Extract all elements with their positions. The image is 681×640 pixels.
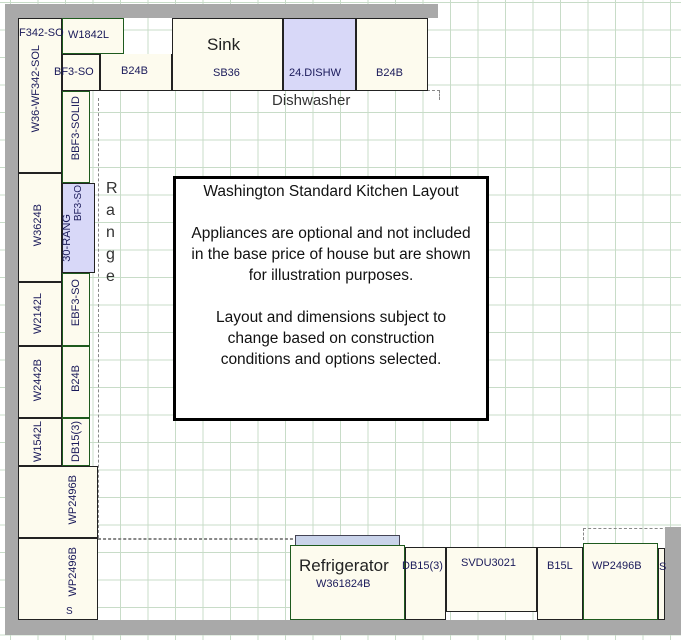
range-letter: e xyxy=(106,268,115,285)
cabinet-bbf3[interactable]: BBF3-SOLID xyxy=(62,91,90,183)
cabinet-w1542l[interactable]: W1542L xyxy=(18,418,62,466)
refrigerator-label: Refrigerator xyxy=(299,556,389,575)
wall-bottom xyxy=(5,620,680,635)
cabinet-w2442b[interactable]: W2442B xyxy=(18,346,62,418)
cabinet-label: S xyxy=(66,606,73,617)
cabinet-label: EBF3-SO xyxy=(70,279,82,327)
cabinet-wp2496b[interactable]: WP2496B xyxy=(18,466,98,538)
cabinet-label: W2442B xyxy=(32,359,44,402)
cabinet-w2142l[interactable]: W2142L xyxy=(18,282,62,346)
range[interactable]: BF3-SO 30-RANG xyxy=(61,183,95,273)
cabinet-wp2496b-2[interactable]: WP2496B xyxy=(18,538,98,620)
cabinet-b24b[interactable]: B24B xyxy=(100,54,172,91)
cabinet-label: BF3-SO xyxy=(54,66,94,78)
cabinet-label: BBF3-SOLID xyxy=(70,96,82,161)
cabinet-label: W36-WF342-SOL xyxy=(30,45,42,133)
cabinet-w1842l[interactable]: W1842L xyxy=(62,18,124,54)
layout-note-box: Washington Standard Kitchen Layout Appli… xyxy=(173,176,489,421)
sink-label: Sink xyxy=(207,35,241,54)
cabinet-b24b-2[interactable]: B24B xyxy=(356,18,428,91)
cabinet-bf3[interactable]: BF3-SO xyxy=(54,54,100,91)
countertop-outline xyxy=(95,90,440,100)
cabinet-label: B24B xyxy=(70,365,82,392)
cabinet-label: DB15(3) xyxy=(402,560,443,572)
cabinet-w3624b[interactable]: W3624B xyxy=(18,173,62,282)
note-dimensions: Layout and dimensions subject to change … xyxy=(215,309,447,368)
cabinet-svdu3021[interactable]: SVDU3021 xyxy=(446,547,537,612)
cabinet-label: 24.DISHW xyxy=(289,67,341,79)
dishwasher-label: Dishwasher xyxy=(272,92,351,109)
wall-left xyxy=(5,4,19,635)
cabinet-label: 30-RANG xyxy=(61,214,73,262)
countertop-outline xyxy=(98,98,99,538)
cabinet-label: SB36 xyxy=(213,67,240,79)
cabinet-db15[interactable]: DB15(3) xyxy=(62,418,90,466)
wall-top xyxy=(5,4,438,18)
cabinet-label: B24B xyxy=(121,65,148,77)
cabinet-label: F342-SO xyxy=(19,27,64,39)
cabinet-label: WP2496B xyxy=(67,475,79,525)
cabinet-label: S xyxy=(659,561,667,573)
countertop-outline xyxy=(583,528,673,540)
cabinet-s[interactable]: S xyxy=(658,548,667,620)
note-appliances: Appliances are optional and not included… xyxy=(191,225,471,284)
cabinet-label: BF3-SO xyxy=(73,185,84,222)
cabinet-b15l[interactable]: B15L xyxy=(537,547,583,620)
range-letter: n xyxy=(106,224,115,241)
cabinet-label: W3624B xyxy=(32,204,44,247)
cabinet-label: B24B xyxy=(376,67,403,79)
cabinet-db15-bottom[interactable]: DB15(3) xyxy=(402,547,446,620)
refrigerator[interactable]: Refrigerator W361824B xyxy=(290,545,405,620)
cabinet-label: DB15(3) xyxy=(70,421,82,462)
cabinet-label: W1842L xyxy=(68,29,109,41)
cabinet-label: WP2496B xyxy=(67,547,79,597)
note-title: Washington Standard Kitchen Layout xyxy=(203,183,459,200)
sink-cabinet[interactable]: Sink SB36 xyxy=(172,18,283,91)
range-letter: g xyxy=(106,246,115,263)
cabinet-corner[interactable]: F342-SO xyxy=(18,18,64,173)
cabinet-label: W2142L xyxy=(32,293,44,334)
countertop-outline xyxy=(98,538,298,540)
dishwasher[interactable]: 24.DISHW xyxy=(283,18,356,91)
cabinet-label: W361824B xyxy=(316,578,371,590)
wall-right xyxy=(665,527,681,635)
cabinet-ebf3[interactable]: EBF3-SO xyxy=(62,273,90,346)
cabinet-label: WP2496B xyxy=(592,560,642,572)
cabinet-label: SVDU3021 xyxy=(461,557,517,569)
cabinet-label: B15L xyxy=(547,560,573,572)
cabinet-b24b-left[interactable]: B24B xyxy=(62,346,90,418)
cabinet-wp2496b-bottom[interactable]: WP2496B xyxy=(583,543,658,620)
range-letter: a xyxy=(106,202,115,219)
cabinet-label: W1542L xyxy=(32,421,44,462)
range-letter: R xyxy=(106,180,118,197)
